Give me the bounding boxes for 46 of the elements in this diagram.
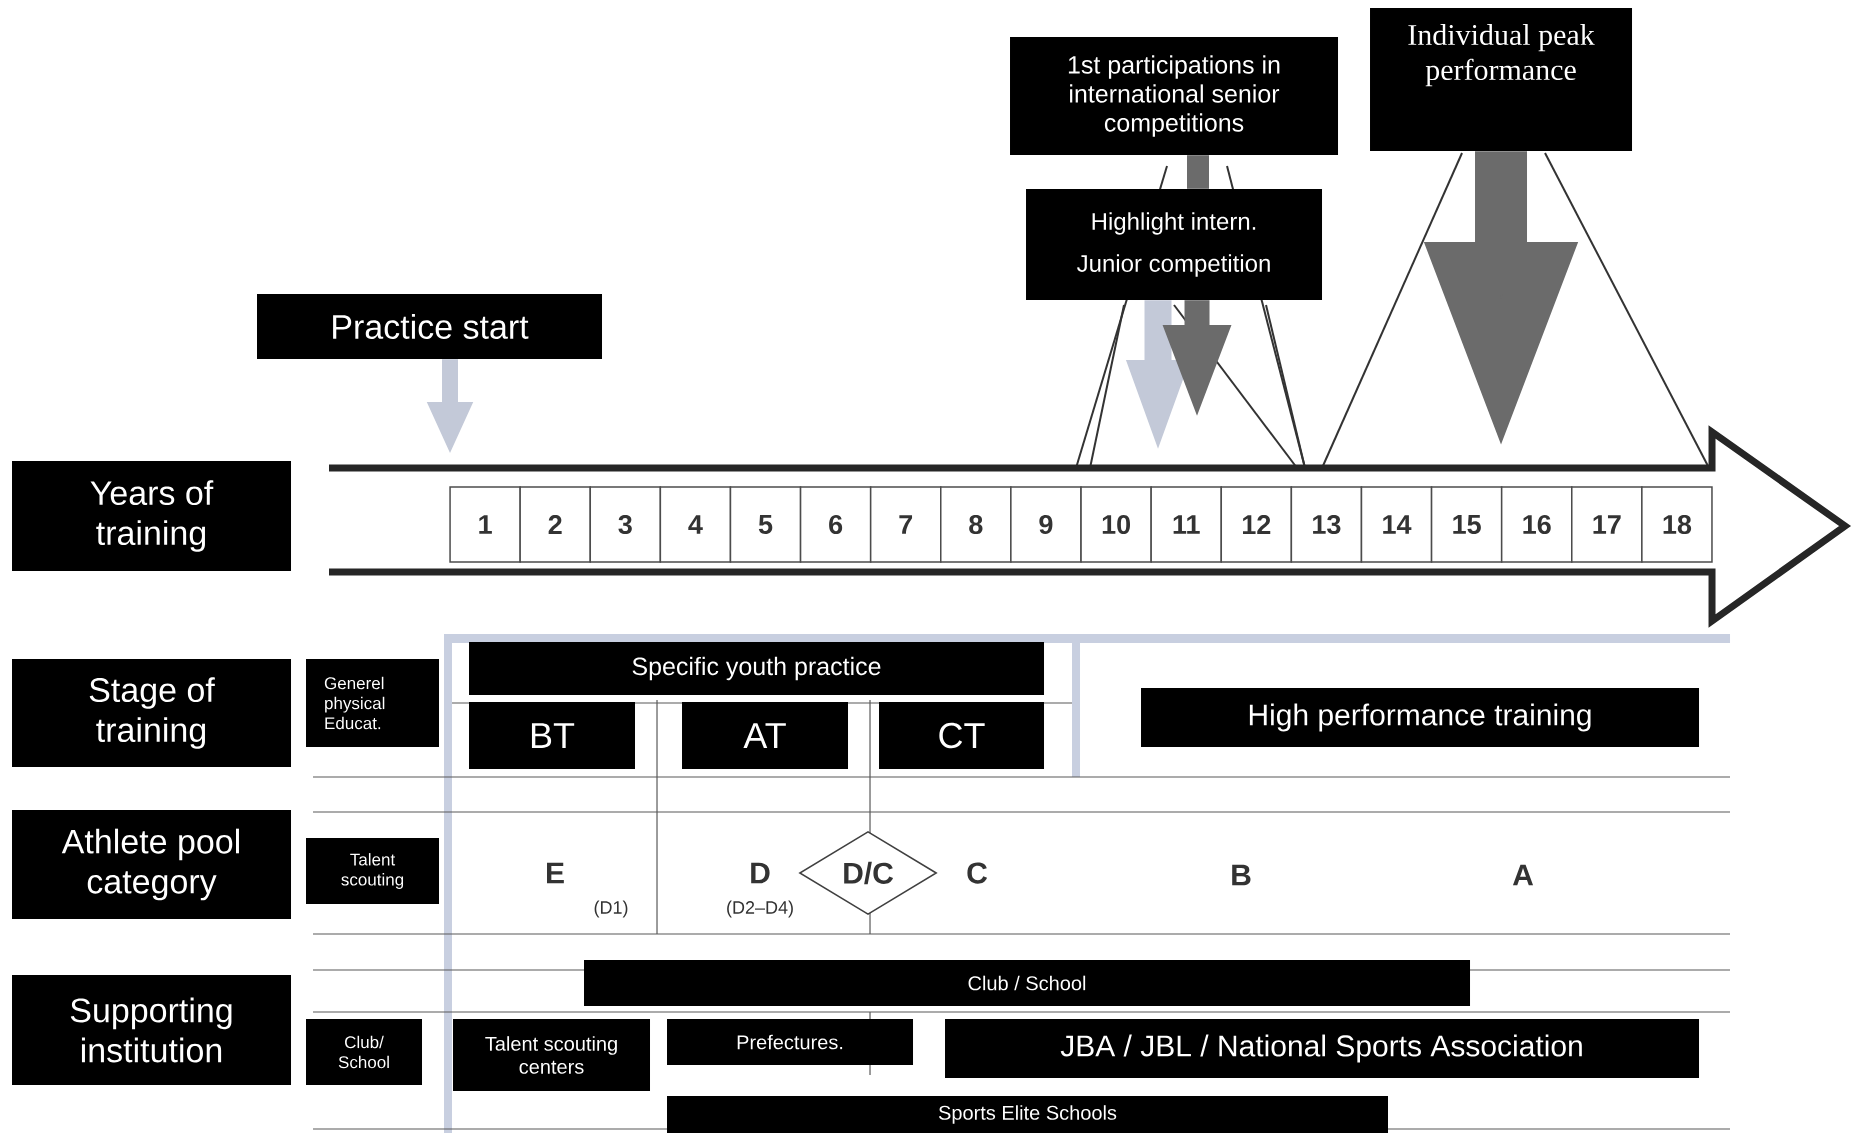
year-cell: 9 [1010, 486, 1082, 563]
year-cell: 8 [940, 486, 1012, 563]
label-box: High performance training [1141, 688, 1699, 747]
label-box: Generel physical Educat. [306, 659, 439, 747]
year-cell: 3 [589, 486, 662, 563]
row-heading: Supporting institution [12, 975, 291, 1085]
year-cell: 1 [449, 486, 521, 563]
category-letter: B [1232, 864, 1251, 886]
label-box: Club / School [584, 960, 1470, 1006]
year-cell: 6 [799, 486, 872, 563]
year-cell: 18 [1641, 486, 1713, 563]
label-box: CT [879, 702, 1044, 769]
year-cell: 12 [1220, 486, 1293, 563]
year-cell: 5 [729, 486, 802, 563]
row-heading: Stage of training [12, 659, 291, 767]
year-cell: 17 [1571, 486, 1643, 563]
label-box: BT [469, 702, 635, 769]
label-box: AT [682, 702, 848, 769]
label-box: Talent scouting [306, 838, 439, 904]
label-box: Talent scouting centers [453, 1019, 650, 1091]
label-box: Individual peak performance [1370, 8, 1632, 151]
year-cell: 16 [1500, 486, 1573, 563]
year-cell: 2 [519, 486, 591, 563]
category-letter: C [967, 862, 987, 884]
row-heading: Athlete pool category [12, 810, 291, 919]
label-box: 1st participations in international senior competitions [1010, 37, 1338, 155]
year-cell: 7 [869, 486, 942, 563]
label-box: Specific youth practice [469, 642, 1044, 695]
year-cell: 11 [1150, 486, 1222, 563]
label-box: Highlight intern. Junior competition [1026, 189, 1322, 300]
label-box: Sports Elite Schools [667, 1096, 1388, 1133]
category-letter: D [751, 862, 770, 884]
category-letter: A [1512, 864, 1534, 886]
label-box: Prefectures. [667, 1019, 913, 1065]
year-cell: 10 [1080, 486, 1152, 563]
label-box: Practice start [257, 294, 602, 359]
category-note: (D2–D4) [727, 900, 793, 918]
label-box: JBA / JBL / National Sports Association [945, 1019, 1699, 1078]
year-cell: 14 [1360, 486, 1433, 563]
year-cell: 4 [659, 486, 732, 563]
label-box: Club/ School [306, 1019, 422, 1085]
year-cell: 15 [1430, 486, 1503, 563]
category-letter: E [547, 862, 564, 884]
year-cell: 13 [1290, 486, 1363, 563]
category-note: (D1) [594, 900, 628, 918]
row-heading: Years of training [12, 461, 291, 571]
